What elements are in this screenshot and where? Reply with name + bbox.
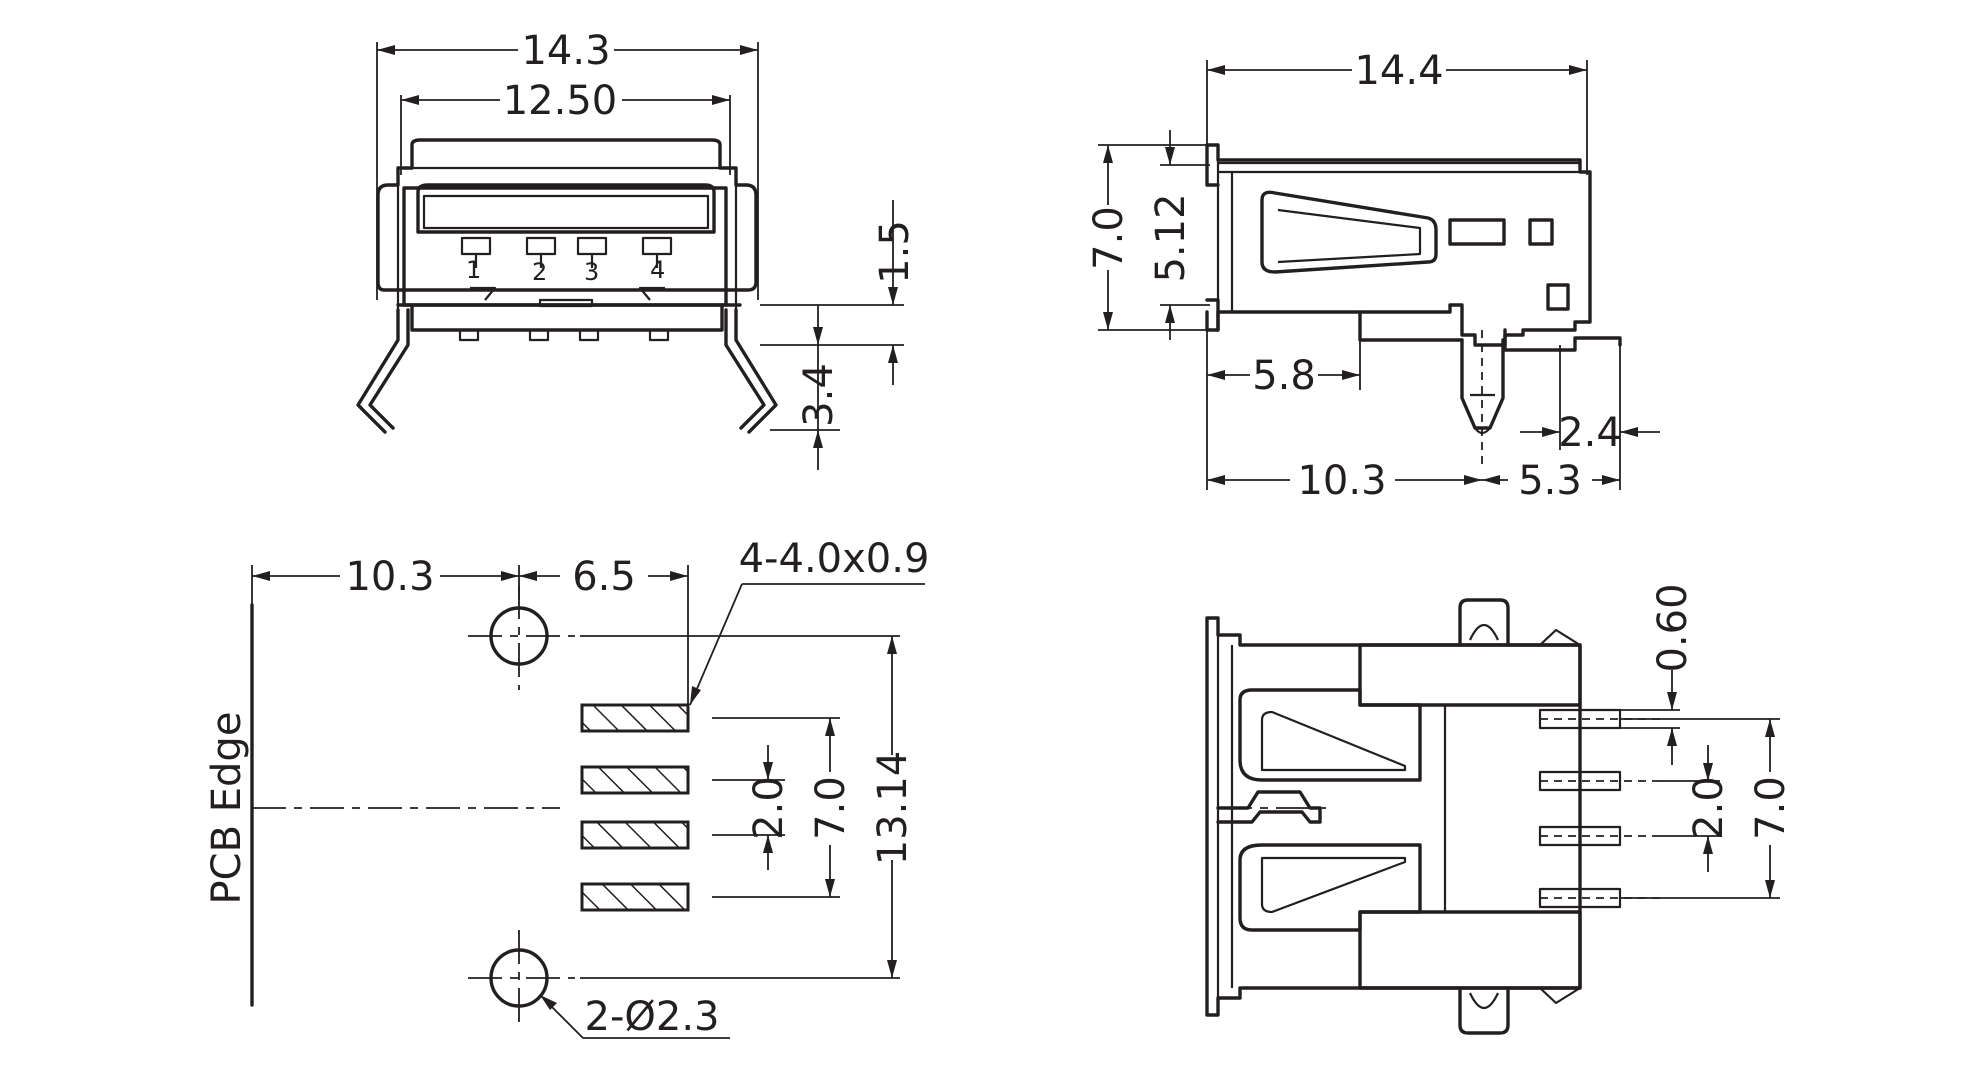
- dim-outer-pitch: 7.0: [1748, 776, 1794, 840]
- pad-2: [580, 765, 690, 795]
- pin-label-4: 4: [650, 256, 665, 284]
- dim-leg-length: 3.4: [796, 363, 842, 427]
- pin-label-3: 3: [584, 258, 599, 286]
- dim-overall-width: 14.3: [521, 28, 610, 74]
- front-contacts: [460, 236, 673, 268]
- dim-rear-offset: 2.4: [1558, 410, 1622, 456]
- top-pins: [1538, 708, 1660, 909]
- dim-length: 14.4: [1354, 48, 1443, 94]
- dim-outer-pad-pitch: 7.0: [808, 776, 854, 840]
- top-view: 0.60 2.0 7.0: [1205, 583, 1794, 1035]
- dim-front-to-pin: 10.3: [1297, 458, 1386, 504]
- pad-spec-label: 4-4.0x0.9: [739, 536, 930, 582]
- dim-edge-to-hole: 10.3: [345, 554, 434, 600]
- dim-height-above-pcb: 1.5: [872, 220, 918, 284]
- dim-hole-to-pad: 6.5: [572, 554, 636, 600]
- mounting-hole-top: [468, 585, 575, 690]
- pad-4: [580, 882, 690, 912]
- pcb-edge-label: PCB Edge: [204, 712, 250, 905]
- dim-pin-width: 0.60: [1650, 583, 1696, 672]
- pad-3: [580, 820, 690, 850]
- pin-label-2: 2: [532, 258, 547, 286]
- dim-inner-pitch: 2.0: [1686, 776, 1732, 840]
- dim-pin-to-rear: 5.3: [1518, 458, 1582, 504]
- footprint-view: PCB Edge 10.3 6.5 4-4.0x0.9: [204, 536, 929, 1040]
- dim-hole-spacing: 13.14: [870, 751, 916, 866]
- dim-inner-pad-pitch: 2.0: [746, 776, 792, 840]
- side-view: 14.4 7.0 5.12 5.8 2.4 10.: [1086, 48, 1660, 504]
- mounting-hole-bottom: [468, 930, 575, 1030]
- hole-spec-label: 2-Ø2.3: [585, 994, 720, 1040]
- pad-1: [580, 703, 690, 733]
- dim-front-to-shell-leg: 5.8: [1252, 353, 1316, 399]
- dim-body-height: 5.12: [1148, 193, 1194, 282]
- dim-opening-width: 12.50: [503, 78, 618, 124]
- pin-label-1: 1: [466, 256, 481, 284]
- dim-total-height: 7.0: [1086, 206, 1132, 270]
- front-view: 1 2 3 4 14.3 12.50 1.5: [356, 28, 918, 470]
